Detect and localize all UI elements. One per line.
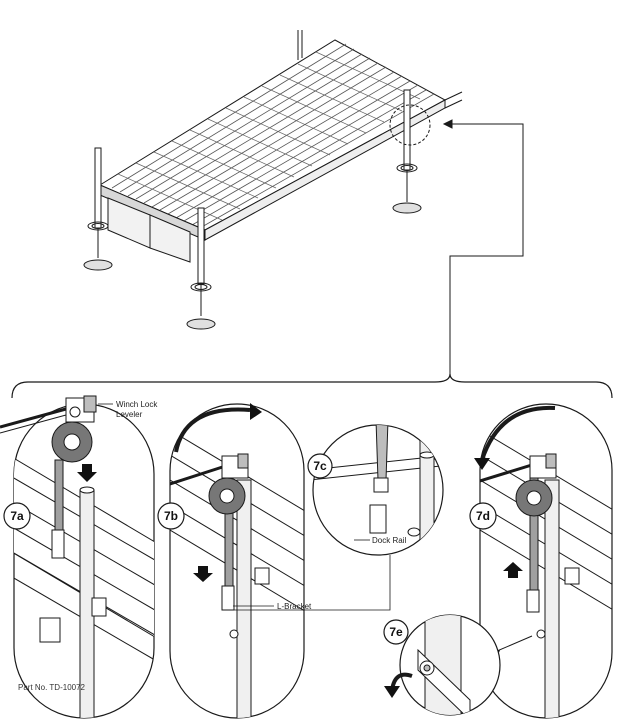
rotate-arrow-icon [480,405,556,461]
arrow-down-icon [193,566,213,582]
panel-7c: Dock Rail 7c [307,424,444,556]
arrow-down-icon [77,464,97,482]
step-7b-label: 7b [164,509,178,523]
dock-rail-label: Dock Rail [372,536,406,545]
step-7c-label: 7c [313,459,327,473]
step-7e-label: 7e [389,625,403,639]
panel-7e: 7e [383,614,501,716]
step-7d-label: 7d [476,509,490,523]
part-number: Part No. TD-10072 [18,683,85,692]
panel-7a: Winch Lock Leveler 7a [0,395,160,719]
dock-overview [83,30,463,330]
winch-lock-leveler-label: Winch Lock Leveler [116,400,160,419]
panel-7b: 7b L-Bracket [157,403,391,719]
arrow-up-icon [503,562,523,578]
detail-bracket [11,373,613,399]
step-7a-label: 7a [10,509,24,523]
l-bracket-label: L-Bracket [277,602,312,611]
rotate-arrow-icon [174,407,251,453]
panel-7d: 7d [469,403,613,719]
callout-connector [442,119,524,375]
